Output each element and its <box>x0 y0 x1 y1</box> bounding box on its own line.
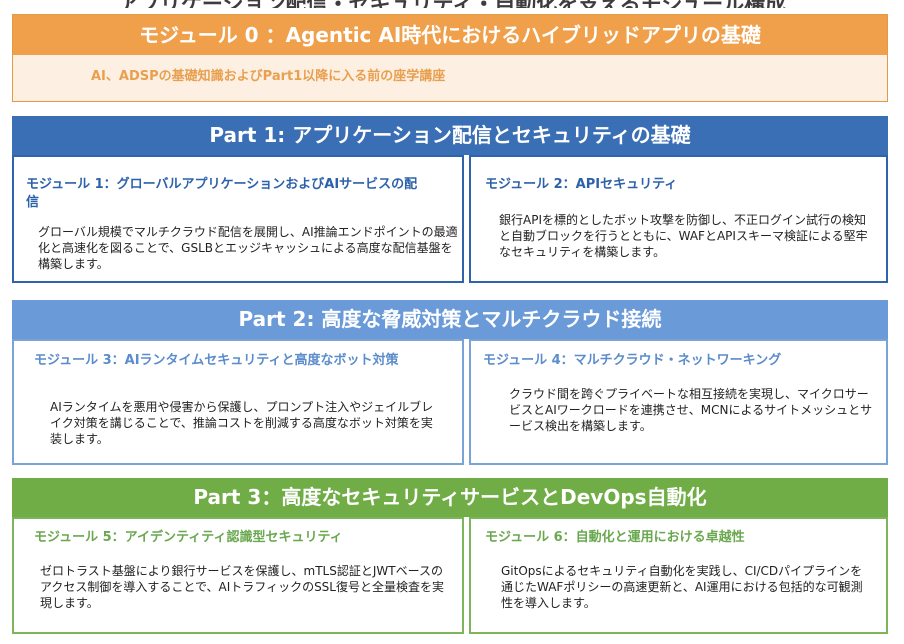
top-cut-heading: アプリケーション配信・セキュリティ・自動化を支えるモジュール構成 <box>0 0 904 8</box>
module-0-subtitle: AI、ADSPの基礎知識およびPart1以降に入る前の座学講座 <box>91 69 446 84</box>
module-6-description: GitOpsによるセキュリティ自動化を実践し、CI/CDパイプラインを通じたWA… <box>501 564 863 610</box>
module-0-title: モジュール 0 ：Agentic AI時代におけるハイブリッドアプリの基礎 <box>13 15 887 55</box>
module-6-title: モジュール 6：自動化と運用における卓越性 <box>485 530 745 545</box>
module-1-description: グローバル規模でマルチクラウド配信を展開し、AI推論エンドポイントの最適化と高速… <box>38 225 458 271</box>
part-2-header: Part 2: 高度な脅威対策とマルチクラウド接続 <box>12 300 888 339</box>
module-5-card: モジュール 5：アイデンティティ認識型セキュリティ ゼロトラスト基盤により銀行サ… <box>12 517 464 634</box>
module-3-card: モジュール 3：AIランタイムセキュリティと高度なボット対策 AIランタイムを悪… <box>12 339 464 465</box>
module-0-box: モジュール 0 ：Agentic AI時代におけるハイブリッドアプリの基礎 AI… <box>12 14 888 102</box>
module-2-card: モジュール 2：APIセキュリティ 銀行APIを標的としたボット攻撃を防御し、不… <box>469 155 888 283</box>
module-1-title: モジュール 1：グローバルアプリケーションおよびAIサービスの配信 <box>26 177 418 210</box>
part-1-header: Part 1: アプリケーション配信とセキュリティの基礎 <box>12 116 888 155</box>
module-5-title: モジュール 5：アイデンティティ認識型セキュリティ <box>34 530 343 545</box>
module-4-card: モジュール 4：マルチクラウド・ネットワーキング クラウド間を跨ぐプライベートな… <box>469 339 888 465</box>
module-4-description: クラウド間を跨ぐプライベートな相互接続を実現し、マイクロサービスとAIワークロー… <box>509 387 873 433</box>
module-5-description: ゼロトラスト基盤により銀行サービスを保護し、mTLS認証とJWTベースのアクセス… <box>40 564 444 610</box>
module-4-title: モジュール 4：マルチクラウド・ネットワーキング <box>483 353 782 368</box>
module-6-card: モジュール 6：自動化と運用における卓越性 GitOpsによるセキュリティ自動化… <box>469 517 888 634</box>
module-3-description: AIランタイムを悪用や侵害から保護し、プロンプト注入やジェイルブレイク対策を講じ… <box>50 400 434 446</box>
module-2-description: 銀行APIを標的としたボット攻撃を防御し、不正ログイン試行の検知と自動ブロックを… <box>499 213 868 259</box>
module-2-title: モジュール 2：APIセキュリティ <box>485 177 678 192</box>
module-3-title: モジュール 3：AIランタイムセキュリティと高度なボット対策 <box>34 353 399 368</box>
module-1-card: モジュール 1：グローバルアプリケーションおよびAIサービスの配信 グローバル規… <box>12 155 464 283</box>
part-3-header: Part 3：高度なセキュリティサービスとDevOps自動化 <box>12 478 888 517</box>
